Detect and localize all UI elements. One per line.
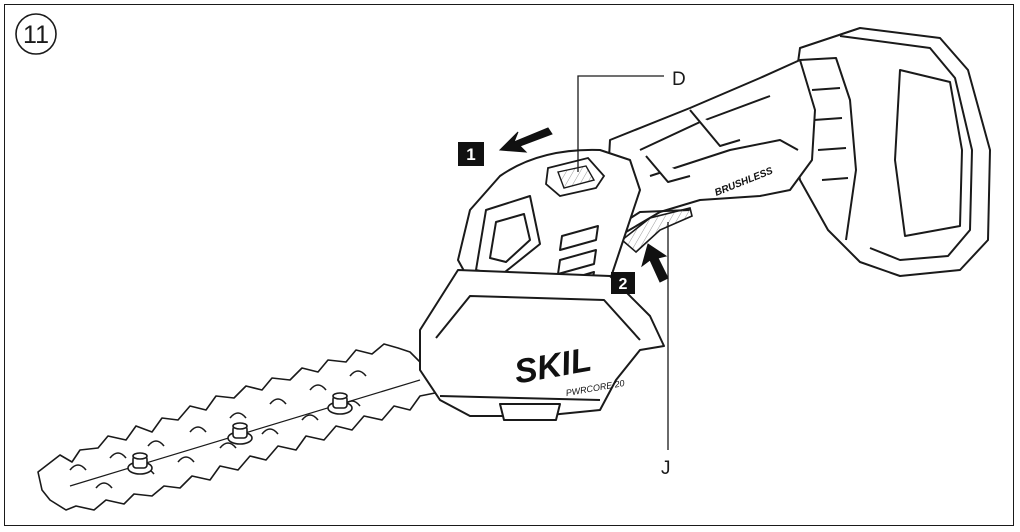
trigger-switch xyxy=(620,207,693,254)
battery-pack xyxy=(789,27,991,277)
step-2-label: 2 xyxy=(619,276,628,293)
handle xyxy=(603,59,816,247)
step-2-indicator: 2 xyxy=(611,243,669,294)
figure-number-badge: 11 xyxy=(15,13,57,55)
blade-rivet xyxy=(127,452,153,475)
step-1-indicator: 1 xyxy=(458,127,553,166)
blade-rivet xyxy=(327,392,353,415)
arrow-left-icon xyxy=(498,127,553,153)
lower-body xyxy=(419,269,665,421)
figure-frame xyxy=(4,4,1014,526)
figure-number: 11 xyxy=(23,21,49,49)
motor-housing xyxy=(457,148,641,301)
callout-d-label: D xyxy=(672,69,686,90)
blade xyxy=(37,343,441,511)
blade-rivet xyxy=(227,422,253,445)
lock-off-button xyxy=(545,156,606,197)
callout-d: D xyxy=(577,69,686,172)
callout-j: J xyxy=(661,222,671,479)
step-1-label: 1 xyxy=(466,145,475,164)
callout-j-label: J xyxy=(661,458,671,479)
arrow-up-icon xyxy=(641,243,669,283)
